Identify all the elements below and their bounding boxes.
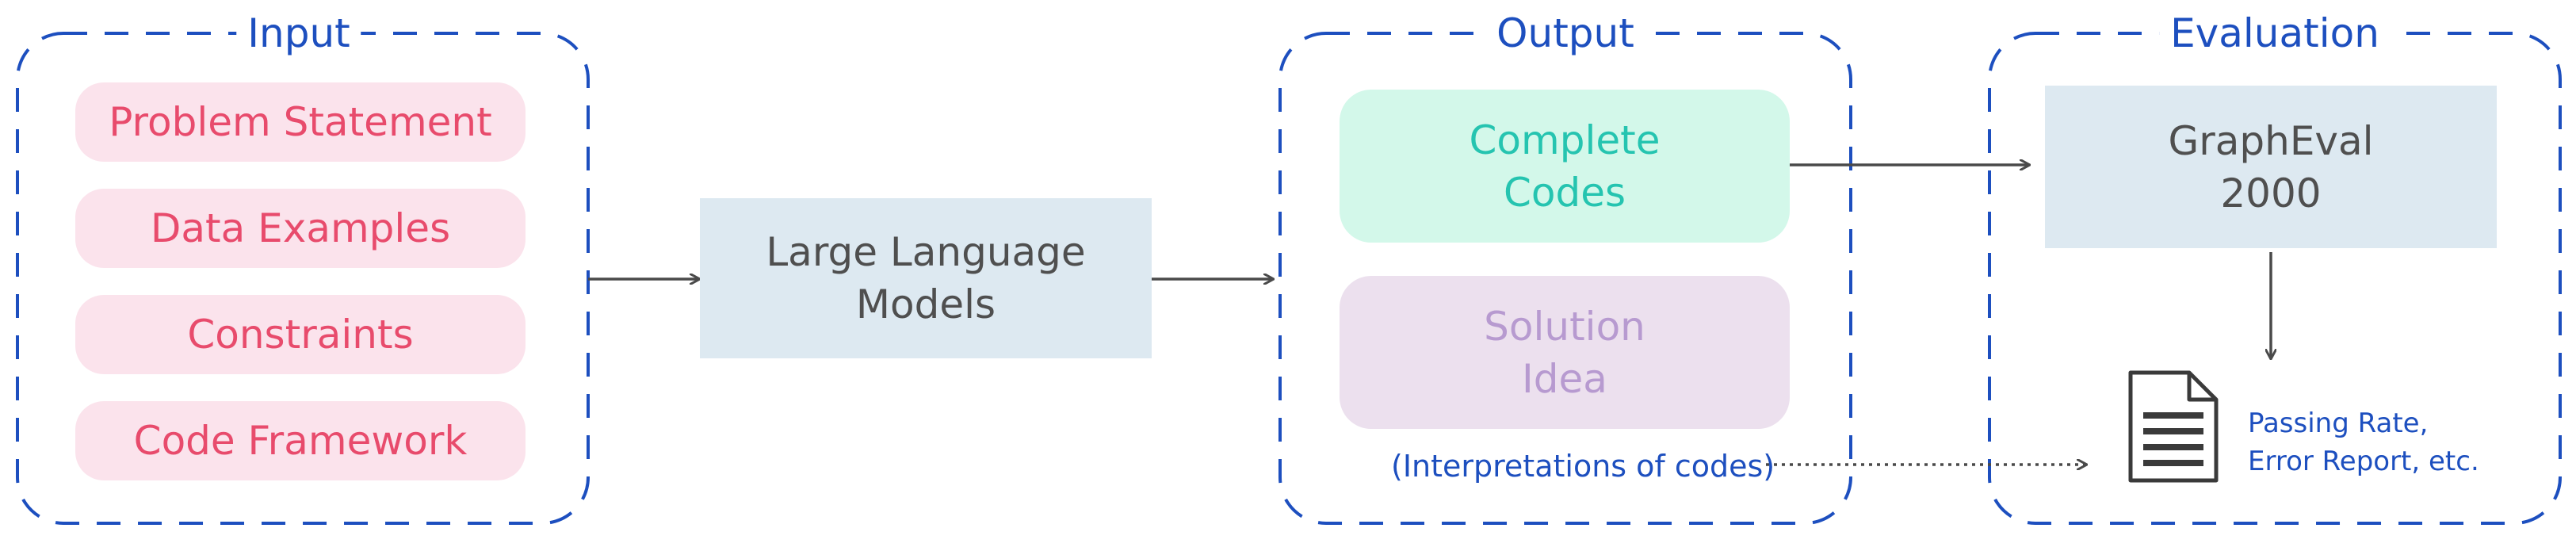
document-icon [2128,370,2219,483]
interpretation-note: (Interpretations of codes) [1391,449,1775,484]
evaluation-group-title: Evaluation [2159,10,2391,57]
results-line1: Passing Rate, [2248,408,2429,439]
input-item-code-framework: Code Framework [75,401,526,480]
complete-codes-box: Complete Codes [1340,90,1790,243]
solution-idea-box: Solution Idea [1340,276,1790,429]
solution-idea-line2: Idea [1522,355,1607,402]
llm-label-line1: Large Language [766,229,1086,275]
output-group-title: Output [1485,10,1645,57]
benchmark-line1: GraphEval [2168,117,2374,164]
benchmark-line2: 2000 [2220,170,2322,216]
input-item-problem-statement: Problem Statement [75,82,526,162]
evaluation-group-frame [1988,32,2562,525]
complete-codes-line1: Complete [1469,117,1661,163]
solution-idea-line1: Solution [1484,303,1645,350]
input-item-data-examples: Data Examples [75,189,526,268]
results-line2: Error Report, etc. [2248,446,2479,477]
llm-box: Large Language Models [700,198,1152,358]
evaluation-results-text: Passing Rate, Error Report, etc. [2248,404,2479,480]
benchmark-box: GraphEval 2000 [2045,86,2497,248]
llm-label-line2: Models [855,281,996,327]
complete-codes-line2: Codes [1503,169,1626,216]
input-group-title: Input [236,10,361,57]
output-group-frame [1278,32,1852,525]
input-item-constraints: Constraints [75,295,526,374]
